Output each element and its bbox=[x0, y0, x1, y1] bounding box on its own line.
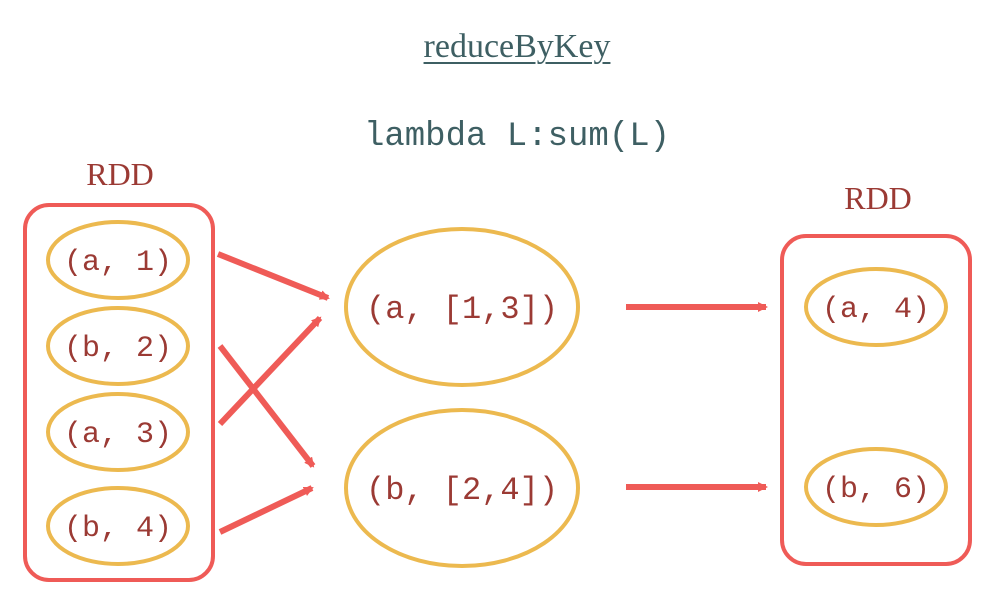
input-pair-label: (a, 3) bbox=[64, 418, 172, 452]
output-pair-label: (b, 6) bbox=[822, 473, 930, 507]
group-node-label: (b, [2,4]) bbox=[366, 472, 558, 509]
shuffle-arrow bbox=[217, 344, 316, 468]
output-pair-label: (a, 4) bbox=[822, 293, 930, 327]
group-node-label: (a, [1,3]) bbox=[366, 291, 558, 328]
shuffle-arrow bbox=[217, 315, 323, 427]
input-rdd-label: RDD bbox=[86, 156, 154, 192]
input-pair-label: (b, 4) bbox=[64, 512, 172, 546]
output-rdd-label: RDD bbox=[844, 180, 912, 216]
group-node: (b, [2,4]) bbox=[344, 408, 580, 568]
input-pair: (a, 3) bbox=[46, 392, 190, 472]
input-pair: (b, 2) bbox=[46, 306, 190, 386]
input-pair-label: (a, 1) bbox=[64, 246, 172, 280]
input-pair: (b, 4) bbox=[46, 486, 190, 566]
input-rdd-box bbox=[23, 203, 215, 582]
output-pair: (a, 4) bbox=[804, 267, 948, 347]
input-pair-label: (b, 2) bbox=[64, 332, 172, 366]
input-pair: (a, 1) bbox=[46, 220, 190, 300]
output-pair: (b, 6) bbox=[804, 447, 948, 527]
diagram-title: reduceByKey bbox=[423, 28, 611, 65]
shuffle-arrow bbox=[216, 251, 330, 301]
output-rdd-box bbox=[780, 234, 972, 566]
group-node: (a, [1,3]) bbox=[344, 227, 580, 387]
shuffle-arrow bbox=[218, 485, 314, 535]
lambda-expression: lambda L:sum(L) bbox=[363, 118, 671, 156]
